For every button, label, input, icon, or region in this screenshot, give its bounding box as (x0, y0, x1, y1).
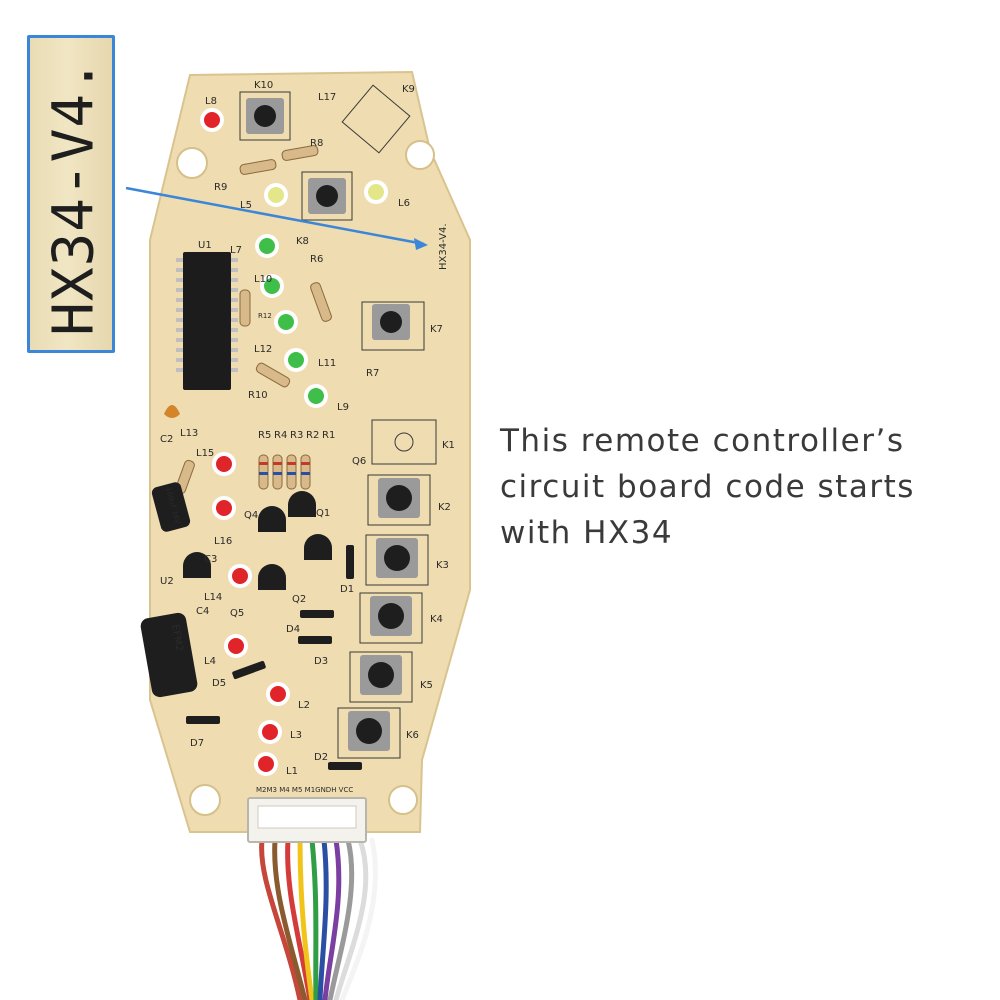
svg-text:Q1: Q1 (316, 508, 330, 519)
svg-text:D5: D5 (212, 678, 226, 689)
button-k3 (365, 534, 429, 586)
svg-text:Q2: Q2 (292, 594, 306, 605)
svg-text:K10: K10 (254, 80, 273, 91)
svg-text:K4: K4 (430, 614, 443, 625)
capacitor-small: 100uF 16V (151, 482, 191, 532)
svg-text:L1: L1 (286, 766, 298, 777)
wire-connector: M2M3 M4 M5 M1GNDH VCC (247, 786, 367, 843)
button-k4 (359, 592, 423, 644)
svg-text:D2: D2 (314, 752, 328, 763)
svg-text:L9: L9 (337, 402, 349, 413)
svg-text:D7: D7 (190, 738, 204, 749)
svg-text:D1: D1 (340, 584, 354, 595)
svg-text:R9: R9 (214, 182, 227, 193)
svg-text:L12: L12 (254, 344, 272, 355)
svg-text:R4: R4 (274, 430, 287, 441)
wire-bundle (259, 837, 378, 1000)
svg-text:L14: L14 (204, 592, 222, 603)
led-green (255, 234, 328, 408)
svg-text:L4: L4 (204, 656, 216, 667)
svg-text:D3: D3 (314, 656, 328, 667)
callout-pointer-line (125, 186, 425, 246)
svg-text:L13: L13 (180, 428, 198, 439)
button-k10 (239, 91, 291, 141)
svg-text:U2: U2 (160, 576, 174, 587)
svg-text:D4: D4 (286, 624, 300, 635)
chip-label: U1 (198, 240, 212, 251)
zoom-board-code: HX34-V4. (41, 58, 107, 336)
button-k7 (361, 301, 425, 351)
svg-text:Q6: Q6 (352, 456, 366, 467)
svg-text:R6: R6 (310, 254, 323, 265)
svg-text:R3: R3 (290, 430, 303, 441)
svg-text:K1: K1 (442, 440, 455, 451)
button-labels: K10 K8 K7 K1 K2 K3 K4 K5 K6 (254, 80, 455, 741)
led-yellow (264, 180, 388, 207)
svg-text:L17: L17 (318, 92, 336, 103)
svg-text:L8: L8 (205, 96, 217, 107)
svg-text:K6: K6 (406, 730, 419, 741)
svg-text:R12: R12 (258, 312, 272, 320)
svg-text:K2: K2 (438, 502, 451, 513)
svg-text:K3: K3 (436, 560, 449, 571)
svg-text:C3: C3 (204, 554, 217, 565)
caption-text: This remote controller’s circuit board c… (500, 423, 915, 551)
svg-text:R2: R2 (306, 430, 319, 441)
svg-text:L16: L16 (214, 536, 232, 547)
chip-u1: U1 (176, 240, 238, 390)
svg-text:R1: R1 (322, 430, 335, 441)
svg-text:K7: K7 (430, 324, 443, 335)
svg-text:C4: C4 (196, 606, 209, 617)
button-k6 (337, 707, 401, 759)
svg-text:L5: L5 (240, 200, 252, 211)
callout-arrowhead (414, 238, 428, 250)
svg-text:R8: R8 (310, 138, 323, 149)
svg-text:L7: L7 (230, 245, 242, 256)
svg-text:K5: K5 (420, 680, 433, 691)
tactile-buttons (239, 84, 437, 759)
button-k8 (301, 171, 353, 221)
ceramic-capacitor (164, 405, 180, 418)
svg-text:M2M3 M4 M5 M1GNDH VCC: M2M3 M4 M5 M1GNDH VCC (256, 786, 353, 794)
transistors (183, 491, 332, 590)
svg-text:K9: K9 (402, 84, 415, 95)
diodes (186, 545, 362, 770)
button-k5 (349, 651, 413, 703)
svg-text:L11: L11 (318, 358, 336, 369)
svg-text:K8: K8 (296, 236, 309, 247)
svg-text:Q5: Q5 (230, 608, 244, 619)
capacitor-large: EFM2 (140, 612, 198, 698)
svg-text:R5: R5 (258, 430, 271, 441)
svg-text:L2: L2 (298, 700, 310, 711)
led-red (200, 108, 290, 776)
zoom-callout-box: HX34-V4. (27, 35, 115, 353)
svg-text:L6: L6 (398, 198, 410, 209)
board-code-silkscreen: HX34-V4. (438, 224, 449, 271)
leds (200, 108, 388, 776)
svg-text:L3: L3 (290, 730, 302, 741)
svg-text:C2: C2 (160, 434, 173, 445)
svg-text:Q4: Q4 (244, 510, 258, 521)
svg-text:R10: R10 (248, 390, 268, 401)
component-labels: L8 L17 K9 R8 R9 L5 L6 L7 L10 R6 R12 L12 … (160, 84, 415, 777)
svg-text:L15: L15 (196, 448, 214, 459)
svg-text:EFM2: EFM2 (169, 624, 185, 653)
svg-text:L10: L10 (254, 274, 272, 285)
button-k2 (367, 474, 431, 526)
svg-text:R7: R7 (366, 368, 379, 379)
mounting-holes (176, 140, 435, 816)
